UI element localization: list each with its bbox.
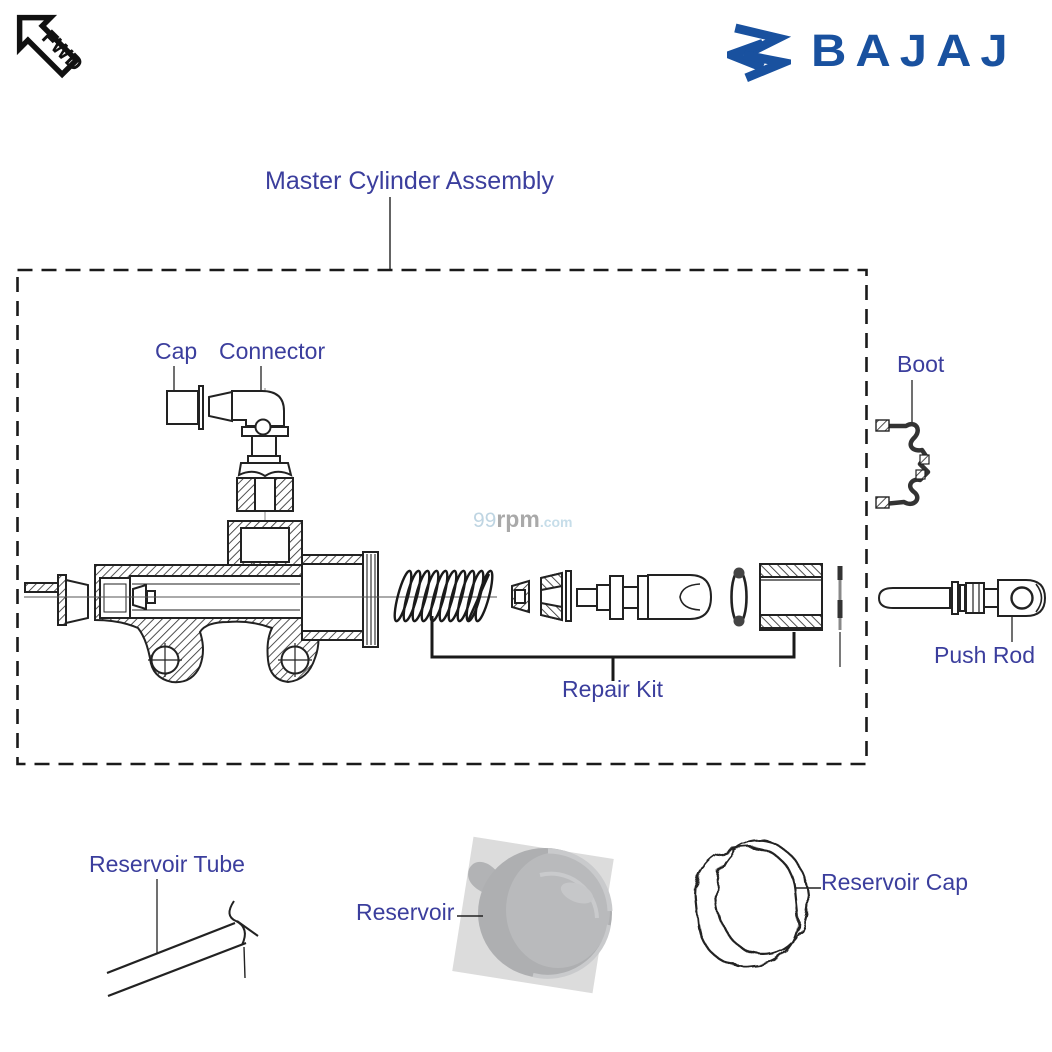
cap-part-drawing xyxy=(166,366,204,430)
master-cylinder-body-drawing xyxy=(24,520,497,684)
reservoir-cap-drawing xyxy=(694,840,821,968)
repair-kit-label: Repair Kit xyxy=(562,676,663,702)
diagram-title: Master Cylinder Assembly xyxy=(265,167,554,195)
repair-kit-spring-drawing xyxy=(393,569,494,623)
boot-part-drawing xyxy=(875,380,931,509)
fwd-arrow-icon xyxy=(16,14,81,79)
site-watermark: 99rpm.com xyxy=(473,506,573,533)
boot-label: Boot xyxy=(897,351,945,377)
repair-kit-piston-drawing xyxy=(576,574,713,620)
reservoir-tube-drawing xyxy=(106,879,259,998)
repair-kit-sleeve-drawing xyxy=(759,563,823,631)
reservoir-photo-drawing xyxy=(452,836,614,994)
repair-kit-circlip-drawing xyxy=(837,566,843,667)
repair-kit-seals-drawing xyxy=(511,570,572,622)
reservoir-tube-label: Reservoir Tube xyxy=(89,851,245,877)
reservoir-cap-label: Reservoir Cap xyxy=(821,869,968,895)
watermark-suffix: .com xyxy=(539,514,573,530)
connector-label: Connector xyxy=(219,338,326,364)
push-rod-label: Push Rod xyxy=(934,642,1036,668)
fwd-direction-badge: FWD xyxy=(16,14,84,79)
cap-label: Cap xyxy=(155,338,198,364)
assembly-boundary-box xyxy=(16,268,868,766)
reservoir-label: Reservoir xyxy=(356,899,455,925)
watermark-prefix: 99 xyxy=(473,509,497,532)
brand-logo: BAJAJ xyxy=(727,14,1017,88)
watermark-mid: rpm xyxy=(496,506,540,532)
brand-wordmark: BAJAJ xyxy=(811,25,1017,76)
connector-part-drawing xyxy=(208,366,294,570)
repair-kit-oring-drawing xyxy=(730,567,748,627)
push-rod-part-drawing xyxy=(877,579,1047,642)
bajaj-flying-b-icon xyxy=(727,23,791,83)
